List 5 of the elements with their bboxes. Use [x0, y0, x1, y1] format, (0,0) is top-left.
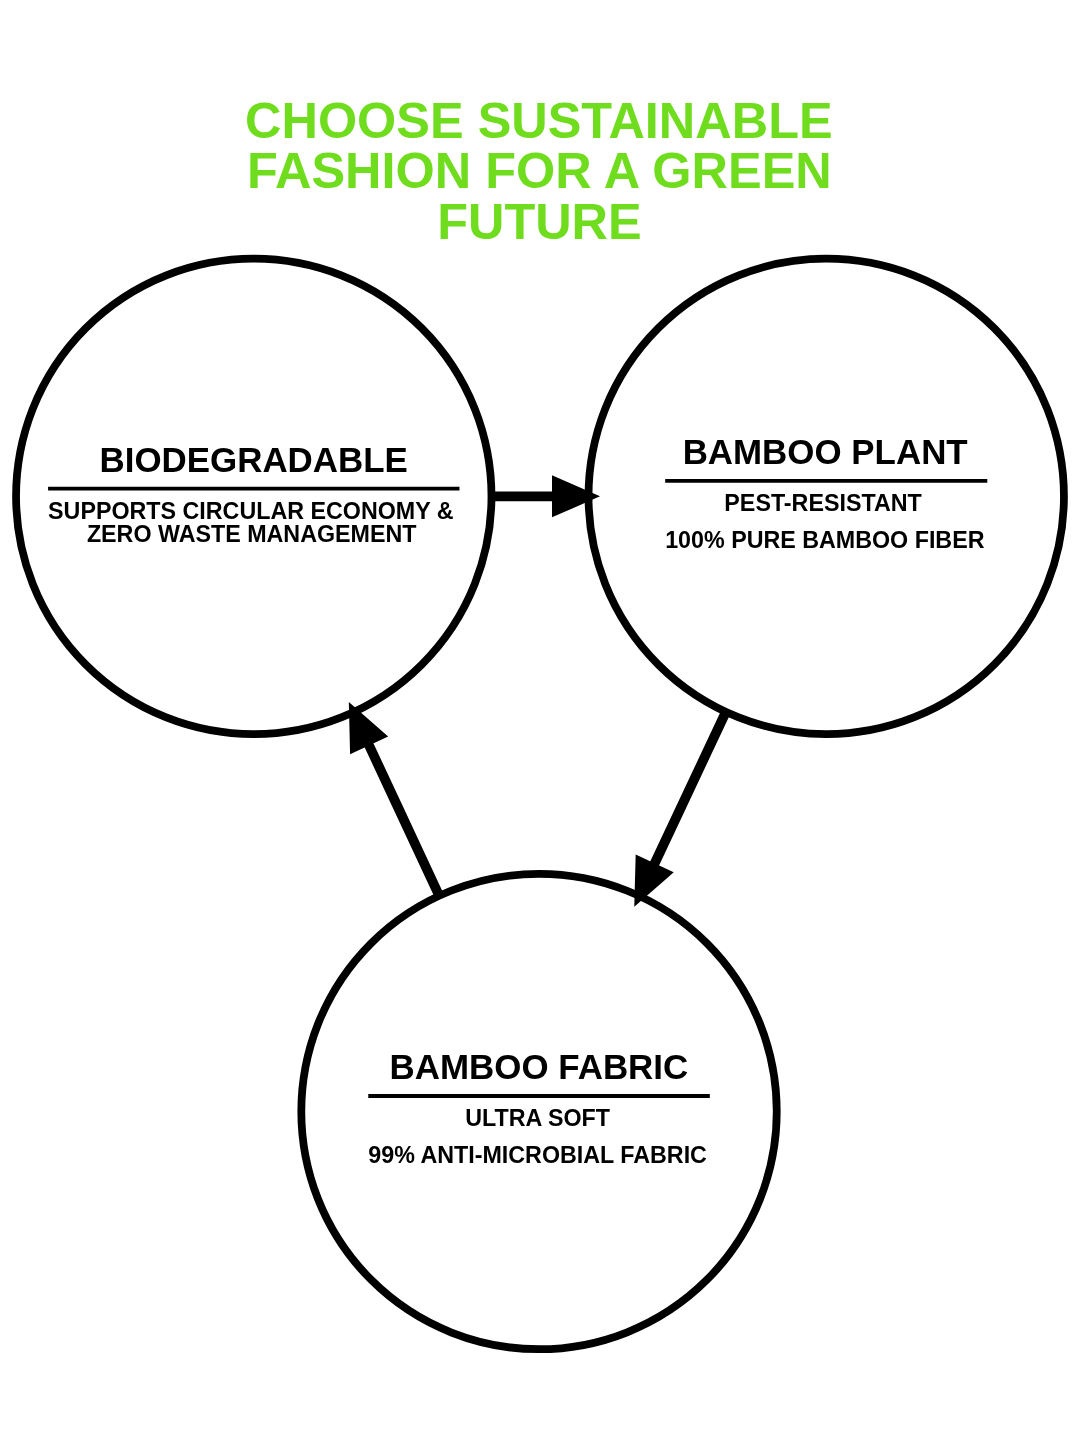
node-circle: BIODEGRADABLE SUPPORTS CIRCULAR ECONOMY & ZERO WASTE MANAGEMENT — [12, 254, 496, 738]
diagram-title: CHOOSE SUSTAINABLE FASHION FOR A GREEN FUTURE — [245, 91, 833, 250]
node-circle: BAMBOO FABRIC ULTRA SOFT 99% ANTI-MICROBIAL FABRIC — [297, 869, 781, 1353]
node-circle: BAMBOO PLANT PEST-RESISTANT 100% PURE BAMBOO FIBER — [584, 254, 1068, 738]
arrow — [348, 701, 444, 897]
